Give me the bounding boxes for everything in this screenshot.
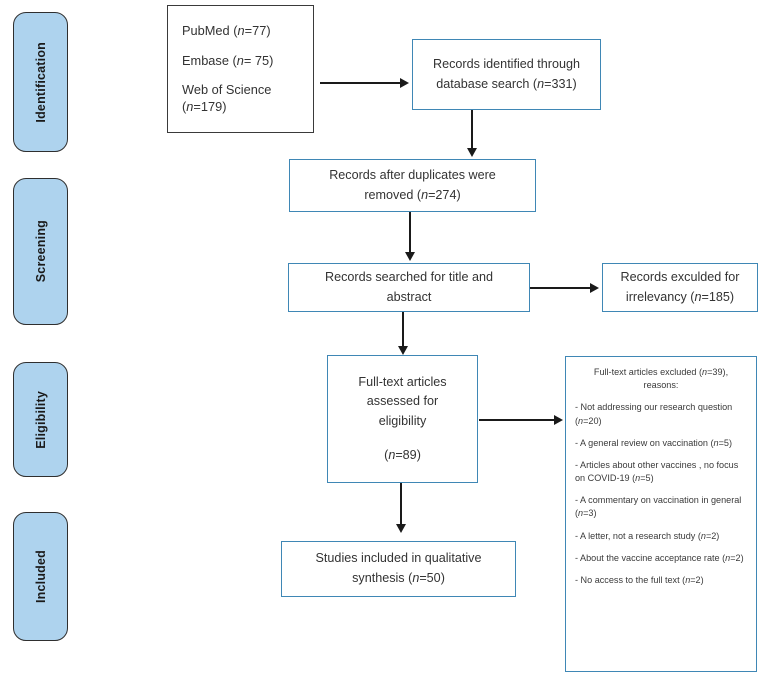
excluded-irrelevancy-line1: Records exculded for [620, 269, 740, 284]
box-records-identified: Records identified through database sear… [412, 39, 601, 110]
excluded-reason-item: - Not addressing our research question (… [575, 402, 733, 426]
stage-label-identification: Identification [33, 41, 48, 123]
arrowhead-fulltext-to-studies [396, 524, 406, 533]
box-studies-included: Studies included in qualitative synthesi… [281, 541, 516, 597]
source-item-pubmed: PubMed (n=77) [182, 23, 271, 39]
arrowhead-fulltext-to-reasons [554, 415, 563, 425]
stage-label-eligibility: Eligibility [33, 390, 48, 449]
stage-pill-eligibility: Eligibility [13, 362, 68, 477]
fulltext-line3: eligibility [378, 414, 427, 428]
records-identified-line2: database search (n=331) [436, 76, 577, 91]
records-identified-line1: Records identified through [432, 56, 581, 71]
box-fulltext-assessed: Full-text articles assessed for eligibil… [327, 355, 478, 483]
stage-pill-included: Included [13, 512, 68, 641]
source-item-web-of-science: Web of Science (n=179) [182, 82, 272, 115]
searched-line1: Records searched for title and [324, 269, 493, 284]
excluded-irrelevancy-line2: irrelevancy (n=185) [625, 289, 735, 304]
studies-included-line1: Studies included in qualitative [315, 551, 482, 566]
connector-fulltext-to-reasons [479, 419, 554, 421]
excluded-reasons-title: Full-text articles excluded (n=39), reas… [593, 367, 729, 391]
excluded-reason-item: - A general review on vaccination (n=5) [575, 437, 732, 448]
fulltext-line2: assessed for [366, 394, 439, 409]
fulltext-line1: Full-text articles [358, 374, 447, 389]
box-records-excluded-irrelevancy: Records exculded for irrelevancy (n=185) [602, 263, 758, 312]
after-duplicates-line1: Records after duplicates were [329, 167, 496, 182]
fulltext-line4: (n=89) [384, 447, 421, 462]
stage-label-screening: Screening [33, 220, 48, 283]
connector-fulltext-to-studies [400, 483, 402, 525]
searched-line2: abstract [386, 289, 432, 304]
excluded-reason-item: - Articles about other vaccines , no foc… [575, 459, 739, 484]
excluded-reason-item: - A commentary on vaccination in general… [575, 495, 742, 519]
box-records-searched-title-abstract: Records searched for title and abstract [288, 263, 530, 312]
connector-searched-to-fulltext [402, 312, 404, 347]
arrowhead-duplicates-to-searched [405, 252, 415, 261]
connector-duplicates-to-searched [409, 212, 411, 253]
studies-included-line2: synthesis (n=50) [352, 571, 445, 585]
excluded-reason-item: - A letter, not a research study (n=2) [575, 530, 720, 541]
excluded-reason-item: - About the vaccine acceptance rate (n=2… [575, 552, 744, 563]
arrowhead-sources-to-identified [400, 78, 409, 88]
connector-searched-to-excluded [530, 287, 590, 289]
source-item-embase: Embase (n= 75) [182, 52, 274, 68]
stage-label-included: Included [33, 550, 48, 603]
stage-pill-screening: Screening [13, 178, 68, 325]
connector-sources-to-identified [320, 82, 400, 84]
stage-pill-identification: Identification [13, 12, 68, 152]
arrowhead-searched-to-excluded [590, 283, 599, 293]
arrowhead-identified-to-duplicates [467, 148, 477, 157]
arrowhead-searched-to-fulltext [398, 346, 408, 355]
box-database-sources: PubMed (n=77) Embase (n= 75) Web of Scie… [167, 5, 314, 133]
box-records-after-duplicates: Records after duplicates were removed (n… [289, 159, 536, 212]
excluded-reason-item: - No access to the full text (n=2) [575, 574, 704, 585]
connector-identified-to-duplicates [471, 110, 473, 148]
box-fulltext-excluded-reasons: Full-text articles excluded (n=39), reas… [565, 356, 757, 672]
after-duplicates-line2: removed (n=274) [364, 187, 461, 202]
